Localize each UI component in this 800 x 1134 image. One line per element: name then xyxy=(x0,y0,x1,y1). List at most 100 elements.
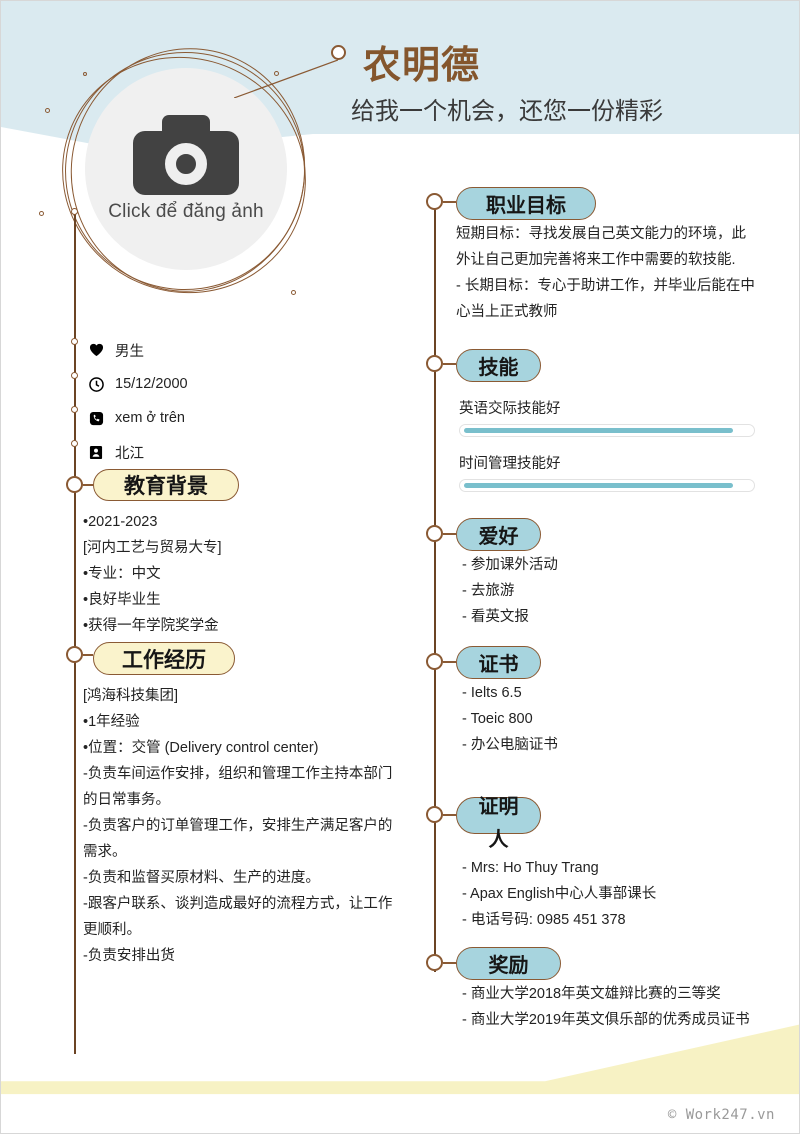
section-badge-education: 教育背景 xyxy=(93,469,239,501)
timeline-dot xyxy=(71,440,78,447)
timeline-node-education xyxy=(66,476,83,493)
camera-icon xyxy=(133,115,239,195)
timeline-dot xyxy=(71,406,78,413)
awards-content: - 商业大学2018年英文雄辩比赛的三等奖 - 商业大学2019年英文俱乐部的优… xyxy=(462,981,782,1033)
phone-icon xyxy=(89,411,115,426)
node-stem xyxy=(443,363,456,365)
objective-line: 短期目标：寻找发展自己英文能力的环境，此外让自己更加完善将来工作中需要的软技能. xyxy=(456,226,746,268)
candidate-tagline: 给我一个机会，还您一份精彩 xyxy=(351,98,663,125)
hobby-line: - 参加课外活动 xyxy=(462,557,558,573)
timeline-node-hobbies xyxy=(426,525,443,542)
contact-card-icon xyxy=(89,445,115,460)
hobby-line: - 看英文报 xyxy=(462,609,529,625)
education-line: •良好毕业生 xyxy=(83,592,161,608)
node-stem xyxy=(83,484,93,486)
section-badge-awards: 奖励 xyxy=(456,947,561,980)
skill-progress-bar xyxy=(459,424,755,437)
section-badge-skills: 技能 xyxy=(456,349,541,382)
work-line: -跟客户联系、谈判造成最好的流程方式，让工作更顺利。 xyxy=(83,896,393,938)
decor-dot xyxy=(39,211,44,216)
contact-value: 男生 xyxy=(115,343,144,360)
contact-row: 15/12/2000 xyxy=(89,367,339,401)
timeline-node-references xyxy=(426,806,443,823)
right-timeline-line xyxy=(434,197,436,972)
timeline-dot xyxy=(71,338,78,345)
timeline-node-objective xyxy=(426,193,443,210)
timeline-dot xyxy=(71,208,78,215)
node-stem xyxy=(443,962,456,964)
node-stem xyxy=(443,201,456,203)
candidate-name: 农明德 xyxy=(363,45,481,87)
certificate-line: - Toeic 800 xyxy=(462,711,533,727)
skill-item: 英语交际技能好 xyxy=(459,397,755,437)
reference-line: - 电话号码: 0985 451 378 xyxy=(462,912,626,928)
photo-upload-label: Click để đăng ảnh xyxy=(108,201,264,222)
decor-dot xyxy=(291,290,296,295)
decor-dot xyxy=(274,71,279,76)
section-badge-work-experience: 工作经历 xyxy=(93,642,235,675)
contact-list: 男生 15/12/2000 xem ở trên 北江 xyxy=(89,333,339,469)
work-line: -负责安排出货 xyxy=(83,948,175,964)
work-line: [鸿海科技集团] xyxy=(83,688,179,704)
work-line: -负责和监督买原材料、生产的进度。 xyxy=(83,870,320,886)
objective-content: 短期目标：寻找发展自己英文能力的环境，此外让自己更加完善将来工作中需要的软技能.… xyxy=(456,221,756,325)
contact-value: xem ở trên xyxy=(115,410,185,426)
timeline-node-awards xyxy=(426,954,443,971)
section-badge-references xyxy=(456,797,541,834)
photo-placeholder-circle[interactable]: Click để đăng ảnh xyxy=(85,68,287,270)
references-content: - Mrs: Ho Thuy Trang - Apax English中心人事部… xyxy=(462,855,762,933)
work-line: -负责车间运作安排，组织和管理工作主持本部门的日常事务。 xyxy=(83,766,393,808)
skill-label: 时间管理技能好 xyxy=(459,456,561,472)
clock-icon xyxy=(89,376,115,392)
node-stem xyxy=(443,533,456,535)
reference-line: - Mrs: Ho Thuy Trang xyxy=(462,860,599,876)
node-stem xyxy=(83,654,93,656)
certificate-line: - 办公电脑证书 xyxy=(462,737,558,753)
work-line: •位置：交管 (Delivery control center) xyxy=(83,740,319,756)
objective-line: - 长期目标：专心于助讲工作，并毕业后能在中心当上正式教师 xyxy=(456,278,755,320)
watermark: © Work247.vn xyxy=(667,1107,775,1123)
work-line: •1年经验 xyxy=(83,714,140,730)
references-title-line2: 人 xyxy=(488,829,509,851)
skill-progress-bar xyxy=(459,479,755,492)
skill-progress-fill xyxy=(464,483,733,488)
education-line: [河内工艺与贸易大专] xyxy=(83,540,222,556)
award-line: - 商业大学2019年英文俱乐部的优秀成员证书 xyxy=(462,1012,750,1028)
timeline-node-skills xyxy=(426,355,443,372)
timeline-node-certificates xyxy=(426,653,443,670)
reference-line: - Apax English中心人事部课长 xyxy=(462,886,657,902)
photo-upload-area[interactable]: Click để đăng ảnh xyxy=(22,15,346,335)
contact-value: 北江 xyxy=(115,445,144,462)
node-stem xyxy=(443,661,456,663)
hobbies-content: - 参加课外活动 - 去旅游 - 看英文报 xyxy=(462,552,762,630)
connector-ring xyxy=(331,45,346,60)
education-line: •获得一年学院奖学金 xyxy=(83,618,219,634)
skills-list: 英语交际技能好 时间管理技能好 xyxy=(459,397,755,492)
work-experience-content: [鸿海科技集团] •1年经验 •位置：交管 (Delivery control … xyxy=(83,683,393,969)
skill-item: 时间管理技能好 xyxy=(459,452,755,492)
contact-value: 15/12/2000 xyxy=(115,376,188,392)
references-title-line1: 证明 xyxy=(478,796,519,818)
skill-progress-fill xyxy=(464,428,733,433)
node-stem xyxy=(443,814,456,816)
section-badge-certificates: 证书 xyxy=(456,646,541,679)
decor-dot xyxy=(45,108,50,113)
section-badge-objective: 职业目标 xyxy=(456,187,596,220)
section-badge-hobbies: 爱好 xyxy=(456,518,541,551)
skill-label: 英语交际技能好 xyxy=(459,401,561,417)
education-line: •2021-2023 xyxy=(83,514,158,530)
work-line: -负责客户的订单管理工作，安排生产满足客户的需求。 xyxy=(83,818,393,860)
education-line: •专业：中文 xyxy=(83,566,161,582)
contact-row: xem ở trên xyxy=(89,401,339,435)
certificates-content: - Ielts 6.5 - Toeic 800 - 办公电脑证书 xyxy=(462,680,762,758)
timeline-node-work xyxy=(66,646,83,663)
left-timeline-line xyxy=(74,209,76,1054)
contact-row: 北江 xyxy=(89,435,339,469)
timeline-dot xyxy=(71,372,78,379)
contact-row: 男生 xyxy=(89,333,339,367)
education-content: •2021-2023 [河内工艺与贸易大专] •专业：中文 •良好毕业生 •获得… xyxy=(83,509,393,639)
certificate-line: - Ielts 6.5 xyxy=(462,685,522,701)
decor-dot xyxy=(83,72,87,76)
heart-icon xyxy=(89,343,115,357)
